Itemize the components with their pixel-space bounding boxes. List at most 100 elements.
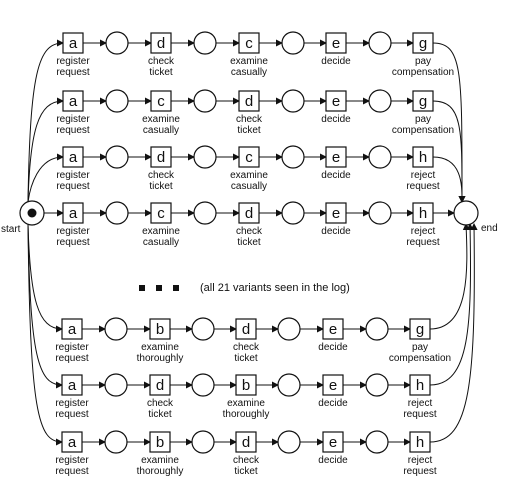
place [281, 31, 305, 55]
place [277, 373, 301, 397]
place [105, 201, 129, 225]
arc-start [27, 97, 64, 203]
transition-letter: h [419, 149, 427, 166]
transition-box [235, 374, 257, 396]
variant-row: aregisterrequestdcheckticketcexaminecasu… [56, 145, 440, 192]
transition-box [325, 32, 347, 54]
transition-label: compensation [389, 353, 451, 364]
transition-letter: a [69, 205, 78, 222]
transition-label: decide [321, 226, 351, 237]
transition-letter: d [242, 321, 250, 338]
place [368, 89, 392, 113]
transition-letter: d [157, 149, 165, 166]
arc-start [27, 223, 63, 446]
transition-label: compensation [392, 67, 454, 78]
place [277, 430, 301, 454]
transition-label: register [56, 226, 90, 237]
arc-start [27, 153, 64, 203]
transition-e: e decide [321, 202, 351, 237]
transition-label: check [236, 226, 263, 237]
transition-label: ticket [234, 353, 258, 364]
place [104, 317, 128, 341]
transition-label: register [56, 114, 90, 125]
place [365, 317, 389, 341]
ellipsis-dot [139, 285, 145, 291]
transition-label: pay [415, 114, 431, 125]
transition-label: pay [412, 342, 428, 353]
transition-letter: d [245, 205, 253, 222]
transition-letter: a [69, 35, 78, 52]
transition-box [150, 32, 172, 54]
transition-box [412, 202, 434, 224]
arc-end [432, 100, 466, 203]
transition-label: request [403, 466, 437, 477]
transition-label: register [56, 56, 90, 67]
place [193, 89, 217, 113]
place [368, 31, 392, 55]
transition-box [150, 202, 172, 224]
place [193, 31, 217, 55]
transition-letter: a [68, 321, 77, 338]
transition-letter: d [156, 377, 164, 394]
transition-label: request [406, 237, 440, 248]
transition-label: casually [143, 125, 179, 136]
transition-label: register [55, 342, 89, 353]
place [105, 145, 129, 169]
transition-letter: e [332, 149, 340, 166]
transition-label: check [148, 56, 175, 67]
transition-box [150, 90, 172, 112]
transition-letter: e [332, 205, 340, 222]
transition-label: examine [227, 398, 265, 409]
transition-label: register [55, 398, 89, 409]
transition-box [149, 318, 171, 340]
transition-box [412, 146, 434, 168]
transition-label: register [56, 170, 90, 181]
transition-label: check [233, 455, 260, 466]
transition-label: ticket [237, 125, 261, 136]
transition-letter: h [419, 205, 427, 222]
arc-end [429, 223, 470, 330]
place [105, 31, 129, 55]
transition-box [325, 202, 347, 224]
transition-box [238, 202, 260, 224]
transition-box [150, 146, 172, 168]
transition-letter: e [332, 93, 340, 110]
transition-label: ticket [149, 181, 173, 192]
transition-label: ticket [148, 409, 172, 420]
transition-label: request [56, 181, 90, 192]
place [277, 317, 301, 341]
arc-end [429, 223, 474, 386]
place [281, 89, 305, 113]
arc-end [432, 156, 466, 203]
transition-letter: e [329, 377, 337, 394]
transition-label: ticket [234, 466, 258, 477]
place [193, 201, 217, 225]
transition-letter: b [156, 321, 164, 338]
transition-label: examine [142, 226, 180, 237]
transition-label: pay [415, 56, 431, 67]
transition-label: compensation [392, 125, 454, 136]
transition-box [325, 90, 347, 112]
transition-label: decide [321, 114, 351, 125]
place [193, 145, 217, 169]
transition-box [409, 431, 431, 453]
transition-label: request [55, 353, 89, 364]
transition-box [238, 146, 260, 168]
place [104, 430, 128, 454]
transition-box [61, 431, 83, 453]
